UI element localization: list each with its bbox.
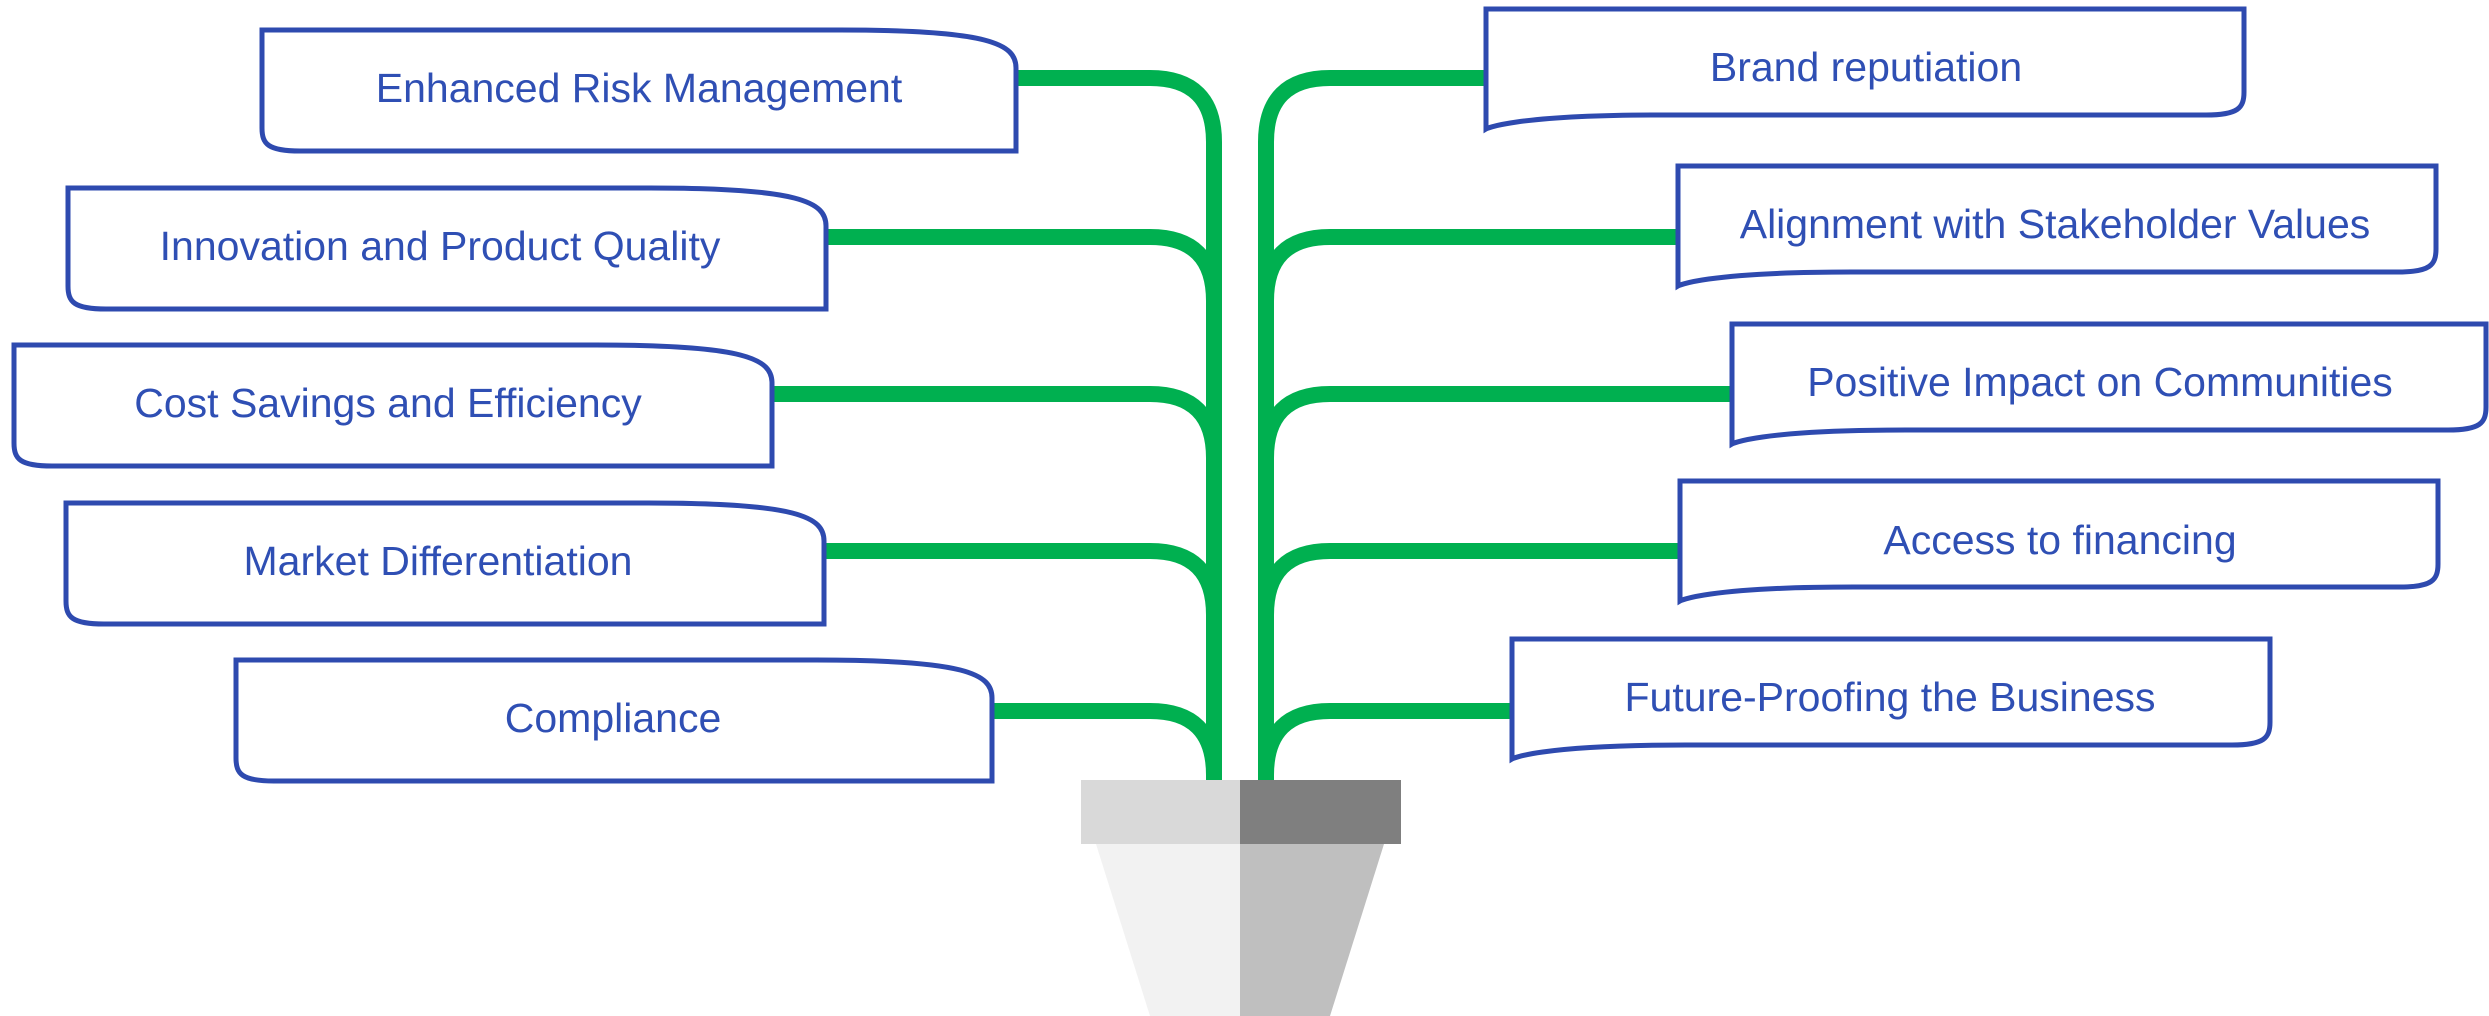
left-trunk	[1016, 70, 1222, 780]
label-box-outline	[259, 27, 1019, 154]
left-label-box-5: Compliance	[233, 657, 995, 784]
pot-body-left	[1096, 844, 1240, 1016]
label-box-outline	[1677, 478, 2441, 606]
left-branch-5	[992, 703, 1222, 776]
right-trunk	[1258, 70, 1484, 780]
left-branch-2	[826, 229, 1222, 302]
tree-branches	[772, 70, 1732, 780]
left-label-box-4: Market Differentiation	[63, 500, 827, 627]
label-box-outline	[63, 500, 827, 627]
flower-pot	[1081, 780, 1401, 1016]
label-box-outline	[1483, 6, 2247, 134]
right-label-box-2: Alignment with Stakeholder Values	[1675, 163, 2439, 291]
right-label-box-4: Access to financing	[1677, 478, 2441, 606]
label-box-outline	[65, 185, 829, 312]
right-label-5: Future-Proofing the Business	[1625, 674, 2156, 720]
label-box-outline	[1509, 636, 2273, 764]
label-box-outline	[1675, 163, 2439, 291]
right-branch-2	[1258, 229, 1678, 302]
pot-rim-right	[1240, 780, 1401, 844]
left-label-5: Compliance	[505, 695, 722, 741]
right-branch-5	[1258, 703, 1512, 776]
left-label-1: Enhanced Risk Management	[376, 65, 903, 111]
pot-rim-left	[1081, 780, 1241, 844]
left-label-box-3: Cost Savings and Efficiency	[11, 342, 775, 469]
label-box-outline	[1729, 321, 2489, 449]
pot-body-right	[1240, 844, 1384, 1016]
right-label-box-3: Positive Impact on Communities	[1729, 321, 2489, 449]
right-label-3: Positive Impact on Communities	[1807, 359, 2393, 405]
label-box-outline	[233, 657, 995, 784]
left-branch-3	[772, 386, 1222, 459]
left-label-4: Market Differentiation	[244, 538, 633, 584]
left-label-box-1: Enhanced Risk Management	[259, 27, 1019, 154]
right-label-1: Brand reputiation	[1710, 44, 2022, 90]
right-label-4: Access to financing	[1883, 517, 2236, 563]
left-label-box-2: Innovation and Product Quality	[65, 185, 829, 312]
label-box-outline	[11, 342, 775, 469]
right-branch-3	[1258, 386, 1732, 459]
right-label-box-5: Future-Proofing the Business	[1509, 636, 2273, 764]
right-label-box-1: Brand reputiation	[1483, 6, 2247, 134]
right-branch-4	[1258, 543, 1680, 616]
left-label-2: Innovation and Product Quality	[160, 223, 721, 269]
right-label-2: Alignment with Stakeholder Values	[1740, 201, 2371, 247]
left-branch-4	[824, 543, 1222, 616]
left-label-3: Cost Savings and Efficiency	[134, 380, 642, 426]
